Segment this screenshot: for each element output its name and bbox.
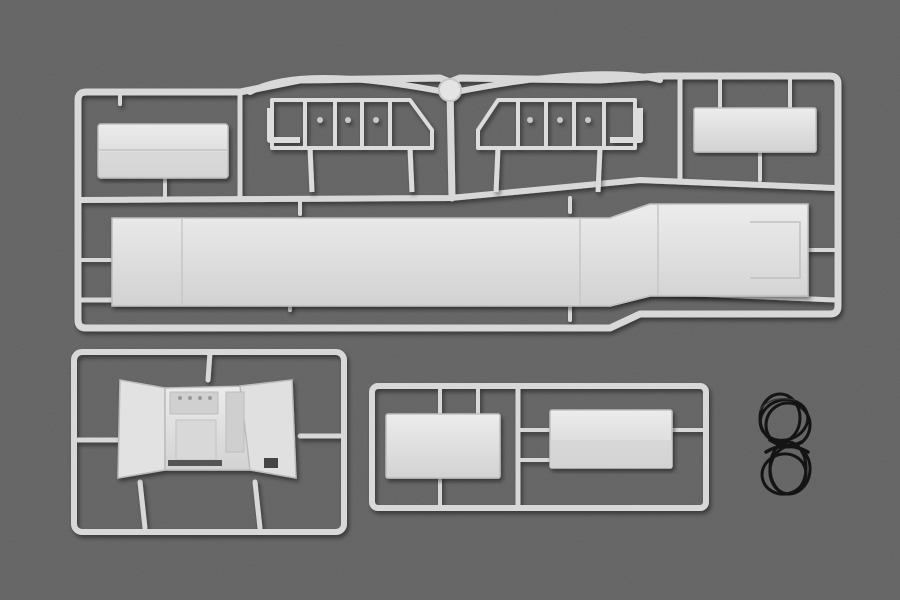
lower-left-sprue xyxy=(71,349,347,535)
lower-right-sprue-gates xyxy=(438,384,704,510)
large-sprue-runner-mid xyxy=(79,177,838,203)
lower-left-sprue-runners xyxy=(75,349,343,531)
black-wire-coil xyxy=(758,392,812,496)
large-sprue-runner-v2 xyxy=(446,86,456,202)
cab-interior-part xyxy=(117,379,297,479)
panel-part-upper-right xyxy=(693,107,817,153)
lower-right-sprue xyxy=(369,383,709,511)
large-sprue-center-hub xyxy=(438,78,462,102)
box-part-upper-left xyxy=(97,123,229,179)
railing-frame-right xyxy=(476,98,643,193)
long-deck-panel xyxy=(111,203,809,307)
large-sprue-arch-left xyxy=(247,75,448,95)
large-sprue-frame xyxy=(74,72,842,332)
box-part-lower-right xyxy=(549,409,673,469)
lower-right-sprue-frame xyxy=(369,383,709,511)
large-sprue-arch-right xyxy=(452,71,663,95)
box-part-lower-left xyxy=(385,413,501,479)
railing-frame-left xyxy=(267,98,434,193)
